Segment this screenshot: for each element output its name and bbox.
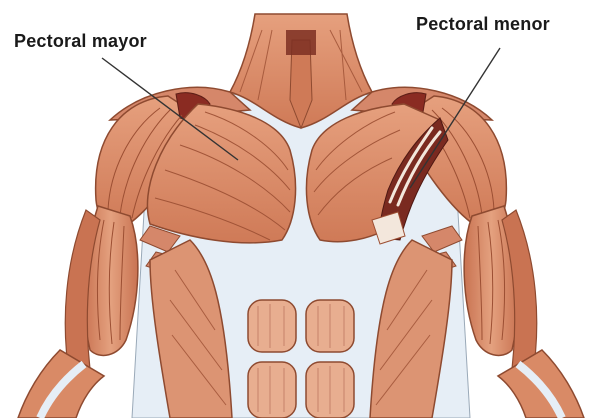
label-pectoral-menor: Pectoral menor: [416, 14, 550, 35]
neck-dark: [286, 30, 316, 55]
label-pectoral-mayor: Pectoral mayor: [14, 31, 147, 52]
